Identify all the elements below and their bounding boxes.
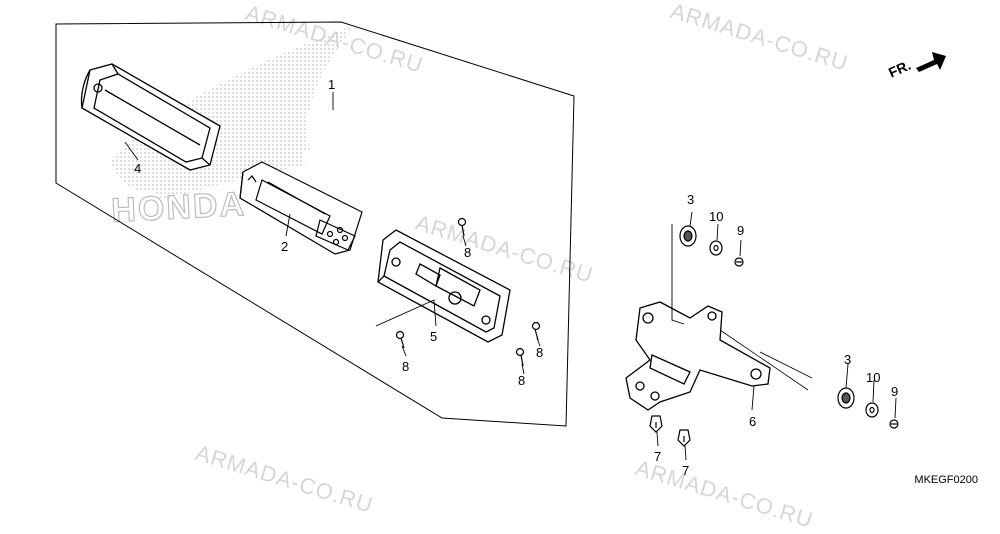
honda-logo-text: HONDA bbox=[110, 185, 246, 230]
part-4-meter-cover bbox=[80, 63, 221, 171]
callout-4: 4 bbox=[134, 161, 142, 176]
callout-8d: 8 bbox=[518, 373, 526, 388]
front-arrow-icon bbox=[916, 52, 946, 72]
assembly-outline bbox=[55, 21, 575, 427]
part-5-meter-case bbox=[377, 229, 511, 343]
bolt-7a-icon bbox=[649, 415, 663, 433]
screw-8b-icon bbox=[395, 330, 405, 349]
callout-10a: 10 bbox=[709, 209, 724, 224]
part-2-meter-unit bbox=[239, 161, 363, 255]
callout-7b: 7 bbox=[682, 463, 690, 478]
callout-3b: 3 bbox=[844, 352, 852, 367]
callout-2: 2 bbox=[281, 239, 289, 254]
callout-9a: 9 bbox=[737, 223, 745, 238]
callout-6: 6 bbox=[749, 414, 757, 429]
collar-10a-icon bbox=[709, 240, 723, 256]
screw-8d-icon bbox=[515, 347, 525, 367]
diagram-code: MKEGF0200 bbox=[914, 474, 978, 486]
grommet-3a-icon bbox=[679, 225, 697, 247]
bolt-7b-icon bbox=[677, 429, 691, 447]
bolt-9b-icon bbox=[889, 419, 899, 429]
screw-8c-icon bbox=[531, 321, 541, 341]
callout-10b: 10 bbox=[866, 370, 881, 385]
callout-5: 5 bbox=[430, 329, 438, 344]
callout-8a: 8 bbox=[464, 245, 472, 260]
bracket-guide-lines bbox=[719, 329, 813, 391]
callout-3a: 3 bbox=[687, 192, 695, 207]
screw-8a-icon bbox=[457, 217, 467, 237]
callout-8c: 8 bbox=[536, 345, 544, 360]
callout-7a: 7 bbox=[654, 449, 662, 464]
part-6-bracket bbox=[625, 301, 771, 411]
grommet-3b-icon bbox=[837, 387, 855, 409]
bolt-9a-icon bbox=[734, 257, 744, 267]
callout-9b: 9 bbox=[891, 384, 899, 399]
leader-lines bbox=[124, 92, 897, 461]
collar-10b-icon bbox=[865, 402, 879, 418]
callout-1: 1 bbox=[328, 77, 336, 92]
parts-diagram: HONDA bbox=[55, 21, 946, 461]
callout-8b: 8 bbox=[402, 359, 410, 374]
